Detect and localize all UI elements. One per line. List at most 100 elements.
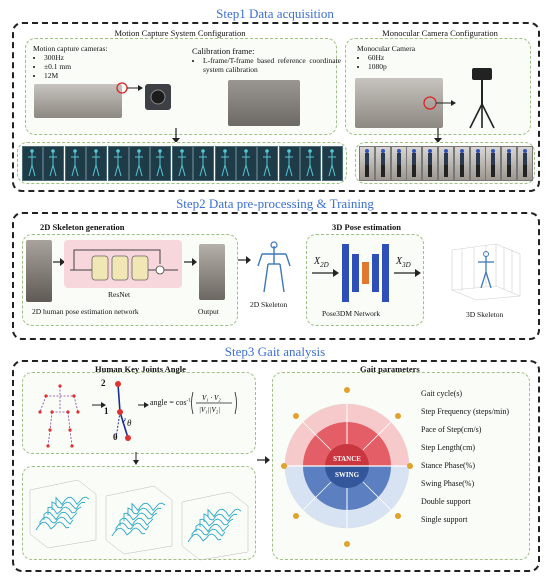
mocap-frame-thumbnail [171, 146, 193, 181]
joint-number-1: 1 [104, 406, 109, 416]
monocular-highlight-icon [423, 96, 456, 110]
video-frame-thumbnail [374, 146, 391, 181]
gait-cycle-wheel: STANCE SWING [281, 387, 413, 547]
gait-param-item: Swing Phase(%) [421, 479, 475, 488]
arrow-right-icon [238, 256, 251, 264]
x2d-subscript: 2D [320, 261, 329, 269]
x3d-subscript: 3D [402, 261, 411, 269]
video-frame-thumbnail [406, 146, 423, 181]
calibration-title: Calibration frame: [192, 46, 255, 56]
output-person-photo [199, 244, 225, 300]
step1-panel [12, 22, 540, 192]
video-frame-thumbnail [438, 146, 454, 181]
calibration-desc: L-frame/T-frame based reference coordina… [203, 56, 341, 74]
step3-title: Step3 Gait analysis [224, 344, 326, 359]
wheel-swing-label: SWING [335, 471, 360, 479]
x2d-symbol: X [314, 256, 321, 267]
calibration-frame-photo [228, 80, 300, 126]
mocap-frame-thumbnail [257, 146, 279, 181]
angle-plots [26, 470, 252, 561]
angle-3d-plot [105, 485, 173, 555]
arrow-right-icon [312, 269, 339, 277]
step1-title: Step1 Data acquisition [216, 6, 334, 21]
video-frame-thumbnail [469, 146, 486, 181]
wheel-stance-label: STANCE [333, 455, 361, 463]
output-label: Output [198, 307, 219, 316]
monocular-spec: 60Hz [368, 53, 387, 62]
resnet-label: ResNet [108, 290, 131, 299]
angle-3d-plot [181, 491, 249, 561]
gait-param-item: Step Length(cm) [421, 443, 475, 452]
arrow-right-icon [92, 402, 106, 408]
arrow-right-icon [257, 456, 270, 464]
step3-panel [12, 360, 540, 572]
joint-number-0: 0 [113, 432, 118, 442]
x3d-symbol: X [396, 256, 403, 267]
pose-estimation-title: 3D Pose estimation [332, 222, 401, 232]
mocap-room-photo [34, 84, 122, 118]
motion-capture-title: Motion Capture System Configuration [114, 28, 246, 38]
pose3dm-network-diagram [342, 244, 389, 302]
mocap-frame-thumbnail [321, 146, 343, 181]
formula-fraction: V₁ · V₂ |V₁||V₂| [191, 391, 237, 415]
arrow-right-icon [138, 402, 149, 408]
mocap-frame-thumbnail [150, 146, 172, 181]
mocap-camera-icon [116, 82, 171, 110]
gait-param-item: Double support [421, 497, 471, 506]
calibration-desc-list: L-frame/T-frame based reference coordina… [192, 56, 341, 74]
theta-symbol: θ [127, 418, 132, 428]
arrow-right-icon [184, 258, 197, 266]
gait-param-item: Pace of Step(cm/s) [421, 425, 482, 434]
mocap-spec: 12M [44, 71, 71, 80]
svg-text:|V₁||V₂|: |V₁||V₂| [199, 406, 220, 414]
mocap-specs: 300Hz ±0.1 mm 12M [33, 53, 71, 80]
mocap-frame-thumbnail [300, 146, 322, 181]
arrow-right-icon [394, 269, 421, 277]
mocap-frame-thumbnail [214, 146, 236, 181]
formula-superscript: -1 [186, 398, 191, 404]
tripod-camera-icon [469, 68, 495, 129]
body-joints-figure [38, 384, 80, 448]
monocular-label: Monocular Camera [357, 44, 416, 53]
skeleton-2d-figure [257, 241, 291, 293]
arrow-right-icon [53, 258, 65, 266]
skeleton-3d-label: 3D Skeleton [466, 310, 504, 319]
video-frame-thumbnail [453, 146, 470, 181]
video-frames [359, 146, 533, 181]
skeleton-2d-label: 2D Skeleton [250, 300, 288, 309]
video-frame-thumbnail [501, 146, 518, 181]
gait-param-item: Step Frequency (steps/min) [421, 407, 509, 416]
joint-number-2: 2 [101, 378, 106, 388]
monocular-room-photo [355, 78, 443, 128]
mocap-frame-thumbnail [236, 146, 257, 181]
mocap-spec: 300Hz [44, 53, 71, 62]
arrow-down-icon [434, 128, 442, 143]
pose3dm-label: Pose3DM Network [322, 309, 381, 318]
video-frame-thumbnail [485, 146, 502, 181]
svg-text:V₁ · V₂: V₁ · V₂ [202, 394, 221, 402]
video-frame-thumbnail [359, 146, 375, 181]
gait-param-item: Gait cycle(s) [421, 389, 463, 398]
resnet-diagram [70, 249, 178, 281]
input-person-photo [26, 240, 52, 302]
gait-parameters-title: Gait parameters [360, 364, 420, 374]
network-caption: 2D human pose estimation network [32, 307, 139, 316]
video-frame-thumbnail [422, 146, 439, 181]
x2d-label: X2D [314, 256, 329, 269]
mocap-frame-thumbnail [107, 146, 129, 181]
mocap-frame-thumbnail [193, 146, 215, 181]
mocap-spec: ±0.1 mm [44, 62, 71, 71]
mocap-frame-thumbnail [43, 146, 65, 181]
monocular-spec: 1080p [368, 62, 387, 71]
monocular-title: Monocular Camera Configuration [382, 28, 498, 38]
angle-3d-plot [29, 479, 97, 549]
mocap-frame-thumbnail [22, 146, 43, 181]
arrow-down-icon [133, 452, 139, 465]
arrow-down-icon [172, 128, 180, 143]
monocular-specs: 60Hz 1080p [357, 53, 387, 71]
skeleton-generation-title: 2D Skeleton generation [40, 222, 125, 232]
video-frame-thumbnail [517, 146, 533, 181]
mocap-frame-thumbnail [86, 146, 108, 181]
formula-lhs: angle = cos [150, 398, 187, 407]
mocap-frame-thumbnail [278, 146, 300, 181]
